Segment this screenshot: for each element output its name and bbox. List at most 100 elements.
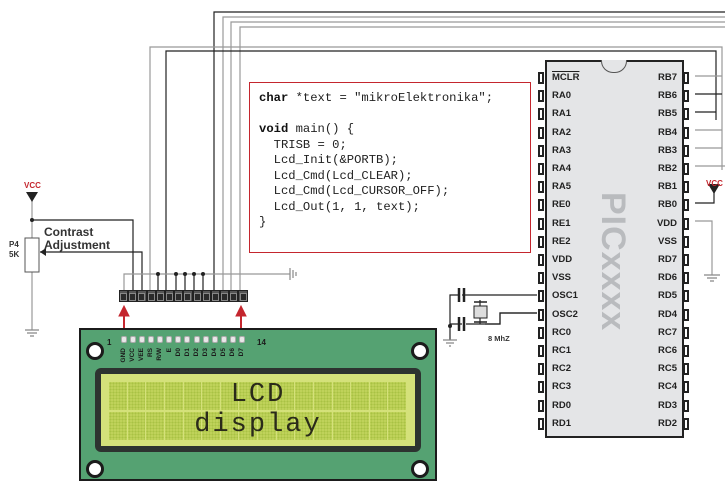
pin-mclr — [538, 72, 544, 84]
code-line — [259, 107, 530, 123]
code-text: } — [259, 215, 267, 229]
wire-e — [165, 50, 717, 290]
pin-re2 — [538, 235, 544, 248]
lcd-header-connector — [119, 290, 248, 302]
lcd-pin-name: D3 — [201, 348, 209, 357]
pin-label: VSS — [552, 272, 572, 284]
pin-label: RA0 — [552, 90, 572, 102]
vcc-left-symbol — [26, 192, 38, 202]
pin-label: RA4 — [552, 163, 572, 174]
wire-d4-rb — [213, 11, 725, 290]
pin-label: RC1 — [552, 345, 572, 356]
contrast-label-2: Adjustment — [44, 238, 110, 252]
code-text: *text = "mikroElektronika"; — [288, 91, 494, 105]
header-pin — [119, 290, 129, 302]
pin-ra1 — [538, 108, 544, 121]
pin-label: RD3 — [657, 399, 677, 411]
lcd-char-cell — [276, 382, 295, 410]
header-pin — [192, 290, 202, 302]
lcd-pin-name: R/W — [156, 348, 164, 361]
pin-label: RD6 — [657, 272, 677, 284]
lcd-pin — [238, 336, 245, 343]
potentiometer-body — [24, 237, 40, 273]
lcd-pin — [202, 336, 209, 343]
pin-label: RB5 — [657, 108, 677, 120]
lcd-pin — [166, 336, 173, 343]
lcd-pin — [211, 336, 218, 343]
lcd-pin-name: E — [165, 348, 173, 353]
pin-re1 — [538, 217, 544, 230]
pin-number-first: 1 — [107, 338, 112, 347]
pin-label: RA5 — [552, 181, 572, 193]
mount-hole — [86, 460, 104, 478]
crystal-frequency: 8 MhZ — [488, 334, 510, 343]
header-pin — [128, 290, 138, 302]
pin-osc1 — [538, 290, 544, 303]
code-line: TRISB = 0; — [259, 138, 530, 154]
pin-label: OSC2 — [552, 308, 578, 320]
header-pin — [210, 290, 221, 302]
pin-vdd — [683, 217, 689, 230]
chip-notch — [601, 60, 627, 73]
header-pin — [146, 290, 156, 302]
lcd-pin — [130, 336, 137, 343]
wire-gnd-bus — [123, 273, 290, 290]
wire-d7-rb — [239, 26, 725, 290]
pin-label: RD0 — [552, 399, 572, 411]
pin-rd7 — [683, 254, 689, 266]
code-text: main() { — [288, 122, 355, 136]
pin-label: RC6 — [657, 345, 677, 356]
lcd-pin-name: D4 — [211, 348, 218, 357]
lcd-pin — [184, 336, 191, 343]
lcd-row-1 — [109, 382, 406, 410]
lcd-pin — [139, 336, 146, 343]
lcd-char-cell — [127, 412, 146, 440]
pin-rd2 — [683, 417, 689, 430]
pin-rc7 — [683, 326, 689, 339]
code-line: Lcd_Cmd(Lcd_CURSOR_OFF); — [259, 184, 530, 200]
pin-label: RB0 — [657, 199, 677, 211]
lcd-char-cell — [146, 382, 164, 410]
code-line: } — [259, 215, 530, 231]
code-text: Lcd_Cmd(Lcd_CURSOR_OFF); — [259, 184, 450, 198]
lcd-char-cell — [146, 412, 164, 440]
header-pin — [164, 290, 175, 302]
lcd-char-cell — [258, 382, 276, 410]
header-pin — [155, 290, 165, 302]
header-pin — [201, 290, 211, 302]
code-line: Lcd_Out(1, 1, text); — [259, 200, 530, 216]
code-line: void main() { — [259, 122, 530, 138]
lcd-char-cell — [388, 412, 406, 440]
pin-rb7 — [683, 72, 689, 84]
mount-hole — [86, 342, 104, 360]
header-pin — [229, 290, 239, 302]
lcd-char-cell — [369, 382, 388, 410]
lcd-char-cell — [239, 412, 257, 440]
lcd-char-cell — [295, 382, 313, 410]
pin-label: RB2 — [657, 163, 677, 174]
pin-label: RC7 — [657, 326, 677, 338]
pin-label: RA2 — [552, 126, 572, 138]
pin-label: RC3 — [552, 381, 572, 393]
lcd-pin-name: D1 — [183, 348, 191, 357]
pin-vdd — [538, 254, 544, 266]
pin-label: RA3 — [552, 144, 572, 156]
pin-label: RB6 — [657, 90, 677, 102]
pin-label: RA1 — [552, 108, 572, 120]
pin-vss — [683, 235, 689, 248]
lcd-char-cell — [388, 382, 406, 410]
pin-label: RC5 — [657, 363, 677, 375]
header-pin — [137, 290, 147, 302]
header-pin — [220, 290, 230, 302]
pin-rb2 — [683, 163, 689, 175]
code-keyword: void — [259, 122, 289, 136]
pin-rd3 — [683, 399, 689, 412]
code-text: TRISB = 0; — [259, 137, 347, 152]
code-listing: char *text = "mikroElektronika"; void mai… — [249, 82, 531, 253]
pin-rd1 — [538, 417, 544, 430]
pin-label: MCLR — [552, 72, 580, 83]
lcd-pin — [157, 336, 164, 343]
pin-label: RE0 — [552, 199, 571, 211]
lcd-pin-name: VEE — [138, 348, 146, 362]
code-keyword: char — [259, 91, 289, 105]
